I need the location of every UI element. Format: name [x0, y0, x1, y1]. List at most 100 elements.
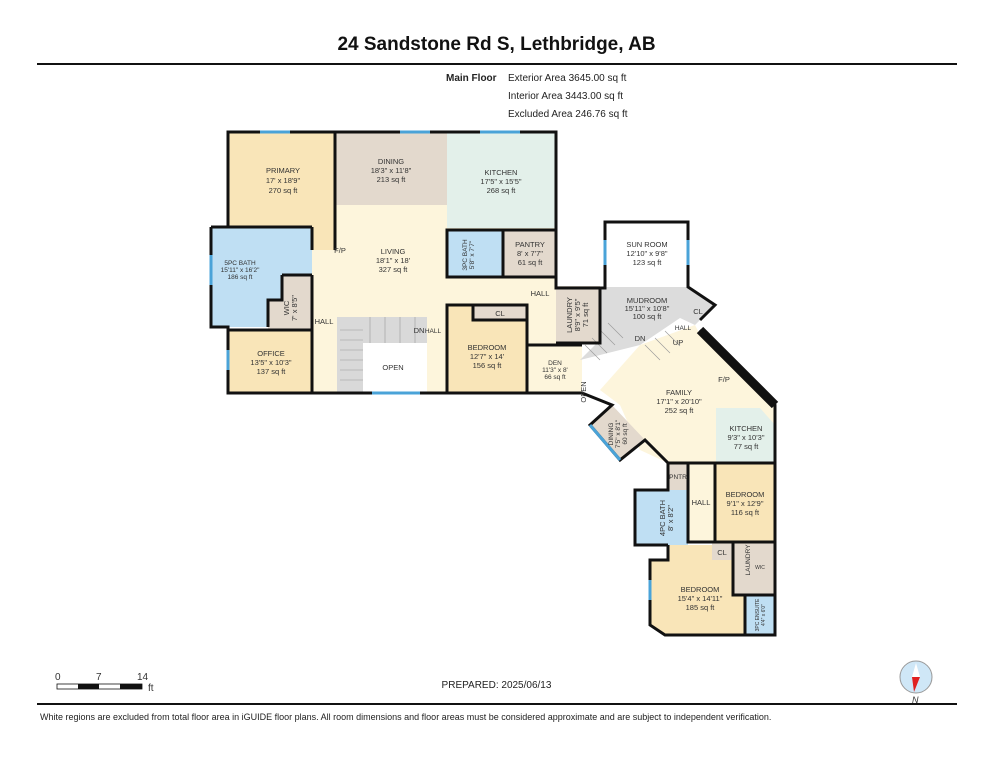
svg-text:7' x 8'5": 7' x 8'5"	[290, 295, 299, 321]
laundry2-fill	[733, 542, 775, 595]
hall-label: HALL	[531, 289, 550, 298]
fireplace-label-2: F/P	[718, 375, 730, 384]
open-label: OPEN	[579, 381, 588, 402]
svg-text:17' x 18'9": 17' x 18'9"	[266, 176, 301, 185]
closet1-fill	[473, 305, 527, 320]
svg-text:DINING: DINING	[608, 423, 615, 446]
svg-text:MUDROOM: MUDROOM	[627, 296, 667, 305]
svg-text:5PC BATH: 5PC BATH	[224, 260, 256, 267]
floor-label: Main Floor	[446, 73, 497, 84]
misc-labels: F/P F/P HALL HALL HALL HALL HALL DN DN U…	[315, 246, 766, 575]
svg-text:3PC BATH: 3PC BATH	[462, 239, 469, 271]
svg-text:9'3" x 10'3": 9'3" x 10'3"	[728, 433, 765, 442]
svg-text:7'5" x 8'1": 7'5" x 8'1"	[615, 419, 622, 448]
svg-text:61 sq ft: 61 sq ft	[518, 258, 544, 267]
svg-text:DEN: DEN	[548, 360, 562, 367]
svg-text:DINING: DINING	[378, 157, 404, 166]
svg-text:9'1" x 12'9": 9'1" x 12'9"	[727, 499, 764, 508]
compass-icon: N	[899, 660, 933, 705]
windows	[209, 130, 690, 600]
svg-text:12'10" x 9'8": 12'10" x 9'8"	[626, 249, 667, 258]
svg-text:8'9" x 9'5": 8'9" x 9'5"	[573, 298, 582, 331]
pantry-label: PNTR	[669, 474, 687, 481]
pantry-fill	[503, 230, 556, 277]
open-label: OPEN	[382, 363, 403, 372]
svg-text:11'3" x 8': 11'3" x 8'	[542, 367, 568, 374]
fireplace-label: F/P	[334, 246, 346, 255]
svg-text:15'11" x 16'2": 15'11" x 16'2"	[221, 267, 260, 274]
kitchen-fill	[447, 132, 556, 228]
svg-text:18'1" x 18': 18'1" x 18'	[376, 256, 411, 265]
svg-text:3PC ENSUITE: 3PC ENSUITE	[755, 598, 761, 631]
stairs	[340, 317, 681, 381]
hall-fill	[688, 463, 715, 542]
svg-text:15'4" x 14'11": 15'4" x 14'11"	[678, 594, 723, 603]
office-fill	[228, 330, 312, 393]
svg-text:18'3" x 11'8": 18'3" x 11'8"	[371, 166, 412, 175]
svg-text:13'5" x 10'3": 13'5" x 10'3"	[250, 358, 291, 367]
hall-label: HALL	[315, 317, 334, 326]
kitchen2-fill	[716, 408, 775, 462]
svg-text:15'11" x 10'8": 15'11" x 10'8"	[625, 304, 670, 313]
svg-text:LAUNDRY: LAUNDRY	[565, 297, 574, 333]
den-fill	[527, 345, 582, 393]
svg-text:116 sq ft: 116 sq ft	[731, 508, 760, 517]
svg-text:185 sq ft: 185 sq ft	[686, 603, 716, 612]
svg-text:270 sq ft: 270 sq ft	[269, 186, 299, 195]
svg-text:WIC: WIC	[282, 300, 291, 315]
hall-label: HALL	[692, 498, 711, 507]
up-label: UP	[673, 338, 683, 347]
svg-text:327 sq ft: 327 sq ft	[379, 265, 409, 274]
exterior-area: Exterior Area 3645.00 sq ft	[508, 73, 627, 84]
closet-label: CL	[717, 548, 727, 557]
walls	[209, 130, 777, 637]
page-title: 24 Sandstone Rd S, Lethbridge, AB	[337, 34, 656, 55]
svg-text:LIVING: LIVING	[381, 247, 406, 256]
svg-text:123 sq ft: 123 sq ft	[633, 258, 663, 267]
compass-north-label: N	[912, 695, 919, 705]
svg-text:100 sq ft: 100 sq ft	[633, 312, 663, 321]
bath4-fill	[635, 490, 688, 545]
svg-text:0: 0	[55, 672, 61, 683]
svg-text:8' x 7'7": 8' x 7'7"	[517, 249, 543, 258]
scale-bar: 0 7 14 ft	[55, 672, 154, 694]
svg-text:156 sq ft: 156 sq ft	[473, 361, 503, 370]
exterior-thick-wall	[696, 326, 779, 409]
ensuite-fill	[745, 595, 775, 635]
open-fill	[363, 343, 427, 392]
svg-text:268 sq ft: 268 sq ft	[487, 186, 517, 195]
svg-text:77 sq ft: 77 sq ft	[734, 442, 760, 451]
down-label: DN	[414, 326, 425, 335]
svg-text:71 sq ft: 71 sq ft	[581, 302, 590, 328]
svg-text:12'7" x 14': 12'7" x 14'	[470, 352, 505, 361]
svg-text:17'1" x 20'10": 17'1" x 20'10"	[656, 397, 702, 406]
svg-text:60 sq ft: 60 sq ft	[622, 423, 629, 445]
header-divider	[37, 63, 957, 65]
mudroom-fill	[580, 287, 715, 360]
svg-text:PRIMARY: PRIMARY	[266, 166, 300, 175]
svg-text:PANTRY: PANTRY	[515, 240, 545, 249]
svg-text:186 sq ft: 186 sq ft	[228, 274, 253, 281]
svg-text:8' x 8'2": 8' x 8'2"	[666, 505, 675, 531]
prepared-date: PREPARED: 2025/06/13	[441, 680, 552, 691]
svg-text:BEDROOM: BEDROOM	[681, 585, 720, 594]
svg-text:4'4" x 6'0": 4'4" x 6'0"	[761, 604, 767, 626]
hall-label: HALL	[675, 325, 692, 332]
laundry-label: LAUNDRY	[745, 544, 752, 576]
hall-label: HALL	[425, 328, 442, 335]
